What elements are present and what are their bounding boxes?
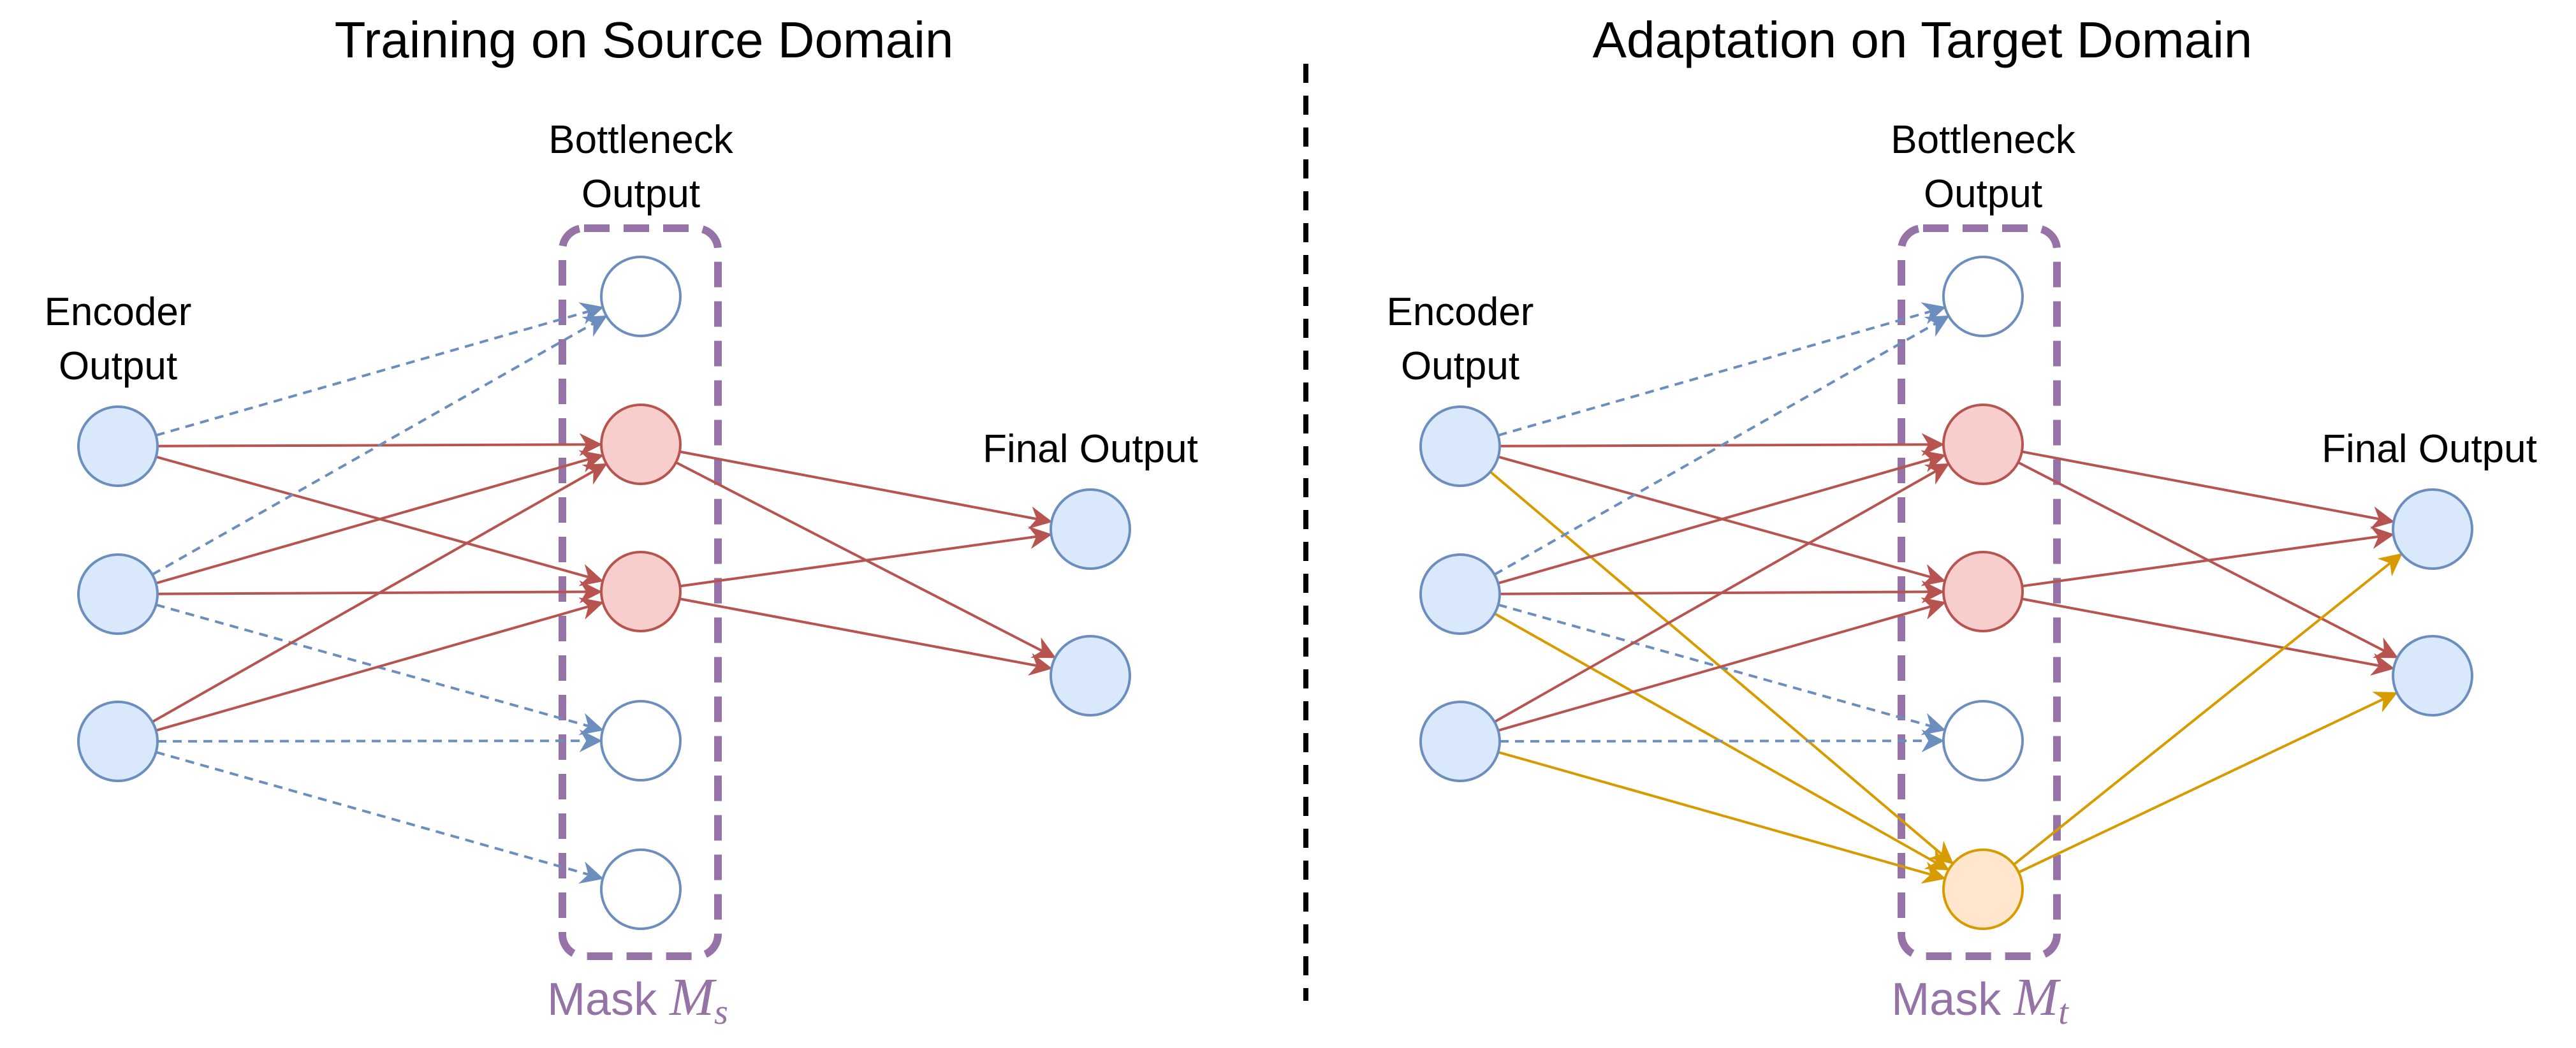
edge-bn-2-to-out-0 [680, 526, 1053, 588]
panel-target-adaptation: Adaptation on Target Domain Encoder Outp… [1387, 11, 2537, 1032]
bottleneck-label-line1: Bottleneck [1891, 118, 2076, 162]
encoder-node-0 [1419, 405, 1501, 487]
edge-bn-1-to-out-0 [2021, 450, 2395, 529]
bottleneck-label-line2: Output [582, 172, 700, 216]
neuron-nodes [1419, 256, 2473, 930]
bottleneck-node-4 [600, 848, 682, 930]
connection-edges [1489, 302, 2403, 884]
edge-enc-2-to-bn-2 [1498, 597, 1946, 732]
edge-bn-4-to-out-1 [2018, 692, 2398, 874]
edge-enc-2-to-bn-1 [151, 463, 608, 724]
edge-enc-0-to-bn-0 [1498, 302, 1946, 437]
final-output-label: Final Output [983, 427, 1198, 471]
final-output-label: Final Output [2322, 427, 2537, 471]
encoder-node-1 [1419, 553, 1501, 635]
panel-title: Adaptation on Target Domain [1593, 11, 2253, 68]
encoder-node-1 [77, 553, 159, 635]
edge-enc-1-to-bn-1 [156, 450, 604, 585]
edge-enc-2-to-bn-2 [156, 597, 604, 732]
encoder-label-line2: Output [1401, 344, 1519, 388]
edge-enc-1-to-bn-0 [151, 315, 608, 576]
encoder-label-line1: Encoder [45, 290, 192, 334]
mask-label: Mask Mt [1891, 968, 2069, 1032]
edge-bn-2-to-out-0 [2022, 526, 2395, 588]
panel-source-training: Training on Source Domain Encoder Output… [45, 11, 1198, 1032]
connection-edges [151, 302, 1057, 884]
panel-title: Training on Source Domain [335, 11, 954, 68]
bottleneck-label-line2: Output [1924, 172, 2042, 216]
edge-enc-2-to-bn-4 [156, 750, 604, 884]
encoder-node-2 [1419, 701, 1501, 782]
encoder-node-0 [77, 405, 159, 487]
bottleneck-node-4 [1942, 848, 2024, 930]
bottleneck-node-2 [1942, 551, 2024, 632]
bottleneck-node-1 [600, 404, 682, 485]
neuron-nodes [77, 256, 1131, 930]
edge-enc-1-to-bn-1 [1498, 450, 1946, 585]
output-node-0 [2392, 488, 2473, 570]
mask-label: Mask Ms [547, 968, 728, 1032]
bottleneck-node-1 [1942, 404, 2024, 485]
encoder-node-2 [77, 701, 159, 782]
edge-enc-1-to-bn-0 [1493, 315, 1950, 576]
output-node-0 [1050, 488, 1131, 570]
edge-bn-2-to-out-1 [2021, 597, 2395, 676]
edge-bn-2-to-out-1 [679, 597, 1053, 676]
edge-enc-2-to-bn-1 [1493, 463, 1950, 724]
bottleneck-node-0 [1942, 256, 2024, 337]
output-node-1 [1050, 635, 1131, 717]
edge-bn-4-to-out-0 [2013, 553, 2403, 866]
edge-enc-0-to-bn-0 [156, 302, 604, 437]
edge-bn-1-to-out-0 [679, 450, 1053, 529]
edge-enc-2-to-bn-4 [1498, 750, 1946, 884]
bottleneck-node-2 [600, 551, 682, 632]
bottleneck-node-3 [600, 700, 682, 782]
encoder-label-line2: Output [59, 344, 177, 388]
bottleneck-node-3 [1942, 700, 2024, 782]
encoder-label-line1: Encoder [1387, 290, 1534, 334]
bottleneck-node-0 [600, 256, 682, 337]
bottleneck-label-line1: Bottleneck [548, 118, 734, 162]
output-node-1 [2392, 635, 2473, 717]
